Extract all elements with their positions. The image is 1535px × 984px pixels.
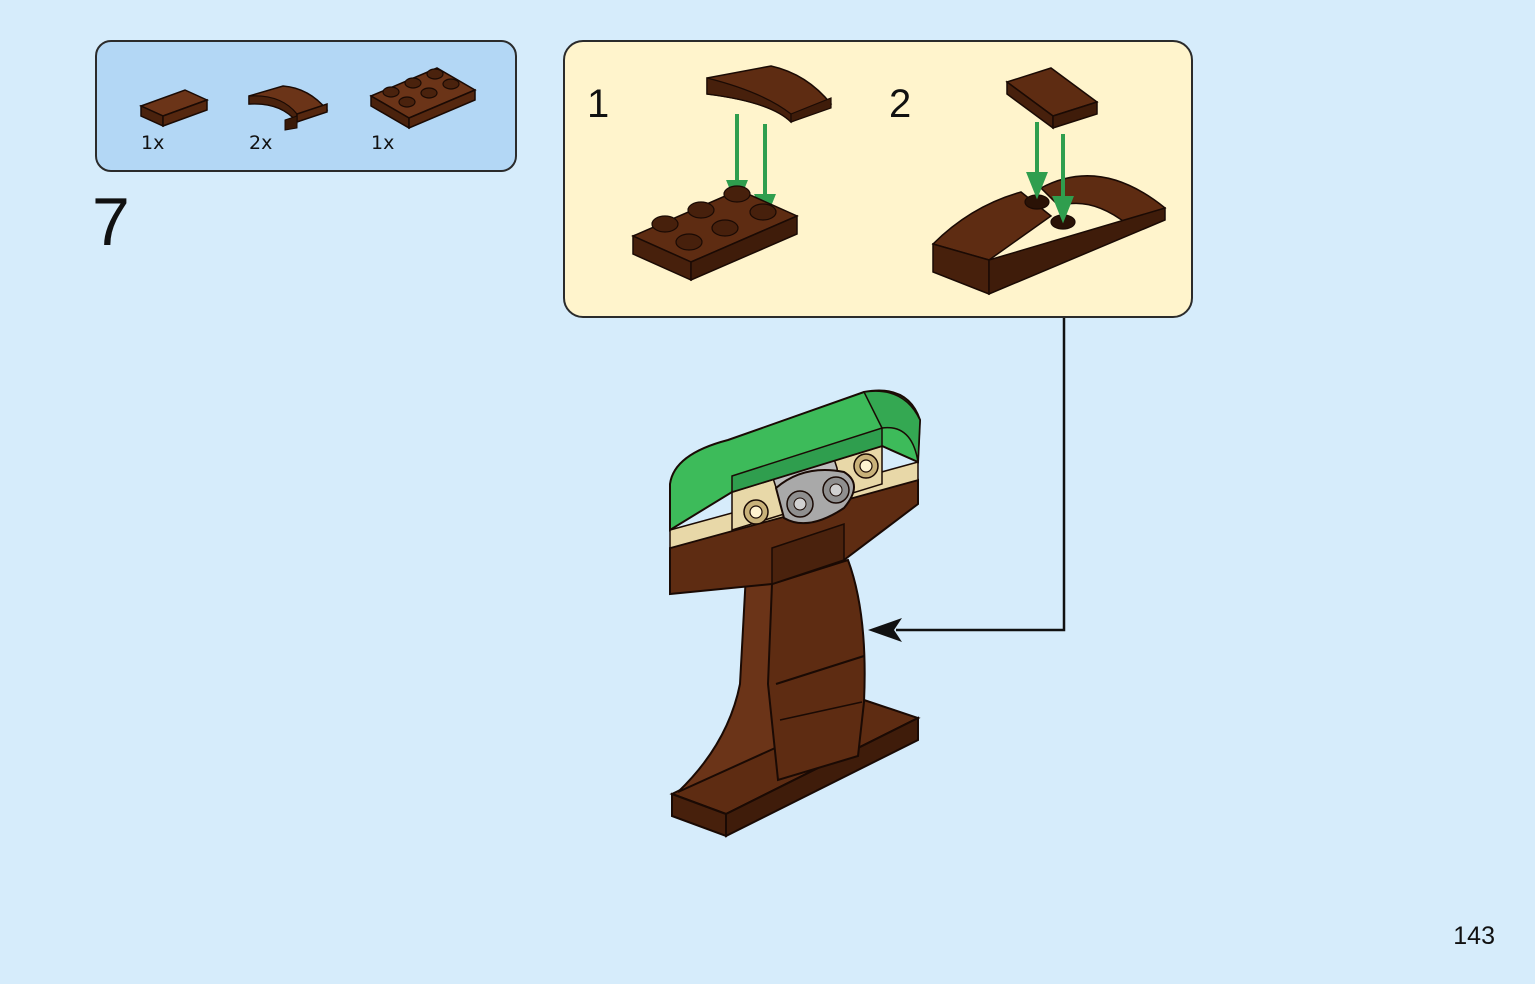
part-qty: 2x	[249, 132, 273, 154]
brown-plate-1x2-icon	[139, 89, 209, 128]
substep-number: 2	[889, 82, 912, 126]
substep-2-illustration	[931, 67, 1167, 296]
step-number: 7	[92, 184, 130, 260]
substep-1-illustration	[631, 65, 833, 282]
substep-callout-box: 1 2	[563, 40, 1193, 318]
main-model-illustration	[669, 389, 922, 838]
part-qty: 1x	[141, 132, 165, 154]
parts-list-box: 1x 2x 1x	[95, 40, 517, 172]
brown-curved-slope-icon	[248, 85, 329, 131]
page-number: 143	[1453, 922, 1495, 950]
brown-plate-2x3-icon	[369, 67, 477, 130]
callout-arrow-icon	[868, 318, 1066, 642]
part-qty: 1x	[371, 132, 395, 154]
down-arrow-icon	[1026, 122, 1074, 224]
substep-number: 1	[587, 82, 610, 126]
